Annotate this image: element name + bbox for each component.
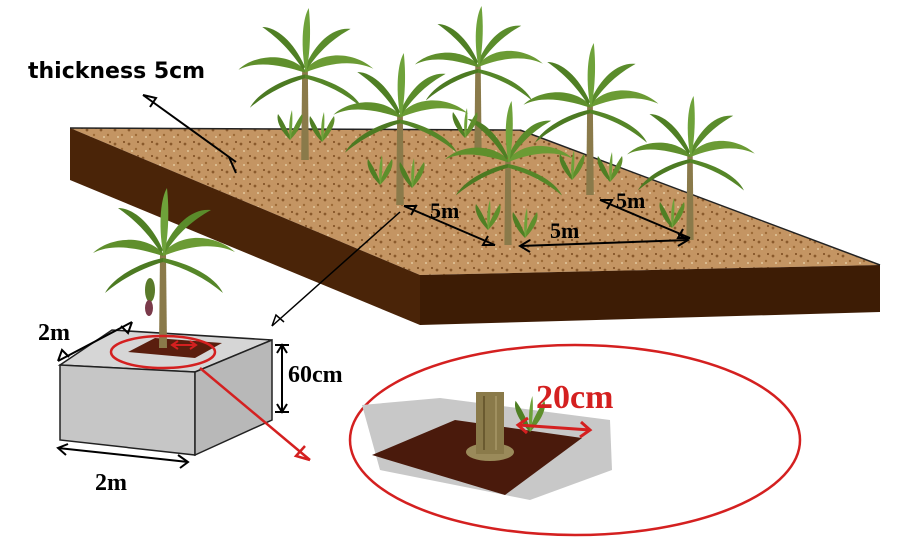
spacing-label-diagonal-left: 5m [430,198,459,223]
spacing-label-row: 5m [550,218,579,243]
spacing-label-diagonal-right: 5m [616,188,645,213]
pit-plant-bunch [145,278,155,316]
trunk-small-arrow [170,340,198,350]
pit-width-top-label: 2m [38,320,70,346]
pit-width-top-arrow [57,321,133,362]
pit-leader-arrow [271,211,401,327]
pit-block-front [59,364,196,456]
zoom-arrow [199,367,311,462]
pit-width-bottom-label: 2m [95,470,127,496]
thickness-arrow [142,94,237,163]
soil-side-front [420,265,880,325]
pit-depth-arrow [275,343,289,414]
trunk-clearance-label: 20cm [536,379,613,416]
trunk-highlight-ellipse [109,334,217,370]
pit-width-bottom-arrow [56,443,190,469]
spacing-arrow-diagonal-right [599,199,691,239]
zoom-trunk [476,392,504,454]
spacing-arrow-row [518,233,690,253]
trunk-clearance-arrow [515,416,593,439]
pit-depth-label: 60cm [288,362,343,388]
spacing-arrow-diagonal-left [403,205,496,246]
soil-side-left [70,128,420,325]
thickness-label: thickness 5cm [28,59,205,84]
